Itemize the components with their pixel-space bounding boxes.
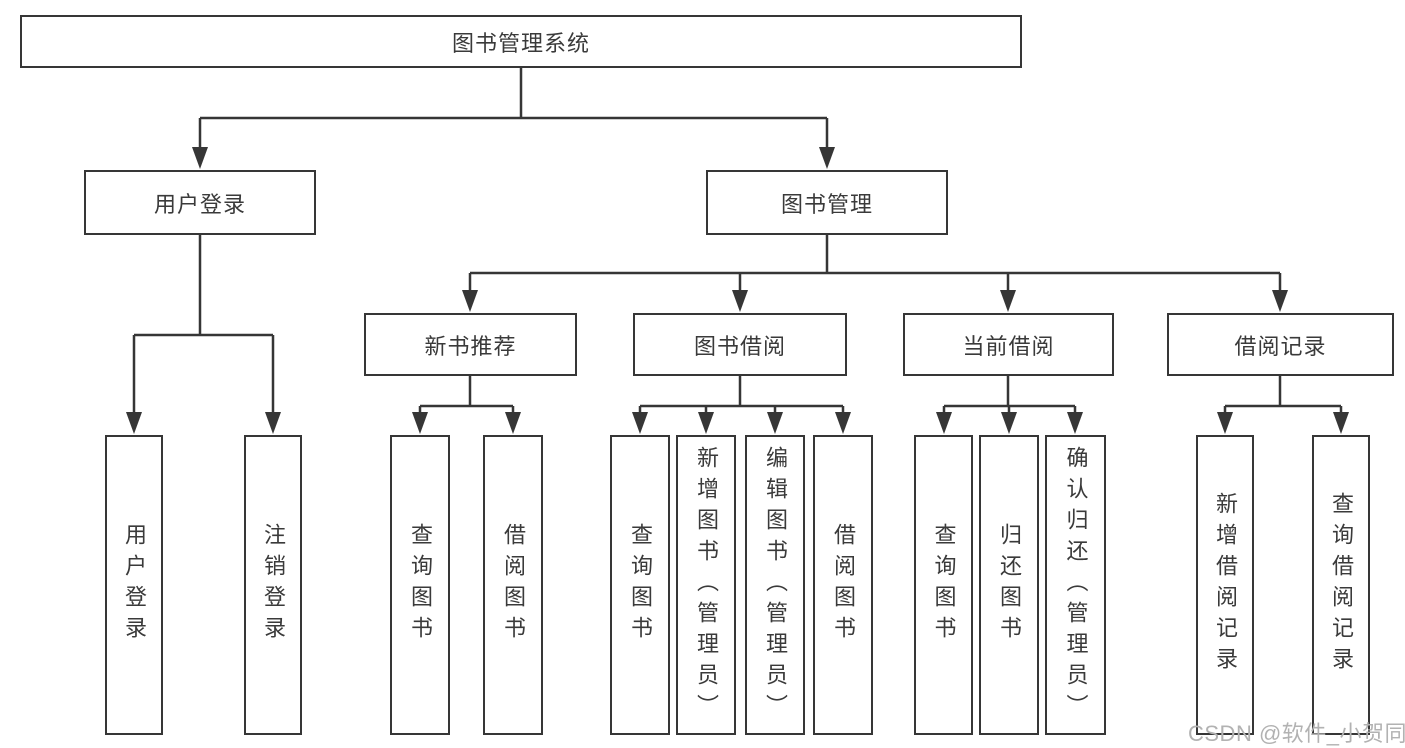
leaf-edit-book-admin: 编辑图书（管理员） (745, 435, 805, 735)
leaf-borrow-book-2: 借阅图书 (813, 435, 873, 735)
leaf-add-book-admin: 新增图书（管理员） (676, 435, 736, 735)
node-root-system: 图书管理系统 (20, 15, 1022, 68)
leaf-query-borrow-record: 查询借阅记录 (1312, 435, 1370, 735)
leaf-logout: 注销登录 (244, 435, 302, 735)
node-user-login: 用户登录 (84, 170, 316, 235)
node-book-borrow: 图书借阅 (633, 313, 847, 376)
leaf-add-borrow-record: 新增借阅记录 (1196, 435, 1254, 735)
csdn-watermark: CSDN @软件_小贺同学 (1188, 721, 1405, 746)
leaf-query-book-1: 查询图书 (390, 435, 450, 735)
node-current-borrow: 当前借阅 (903, 313, 1114, 376)
leaf-return-book: 归还图书 (979, 435, 1039, 735)
arrowheads (126, 147, 1349, 434)
node-new-book-recommend: 新书推荐 (364, 313, 577, 376)
node-book-management: 图书管理 (706, 170, 948, 235)
leaf-user-login: 用户登录 (105, 435, 163, 735)
leaf-confirm-return-admin: 确认归还（管理员） (1045, 435, 1106, 735)
leaf-query-book-3: 查询图书 (914, 435, 973, 735)
node-borrow-records: 借阅记录 (1167, 313, 1394, 376)
leaf-query-book-2: 查询图书 (610, 435, 670, 735)
leaf-borrow-book-1: 借阅图书 (483, 435, 543, 735)
